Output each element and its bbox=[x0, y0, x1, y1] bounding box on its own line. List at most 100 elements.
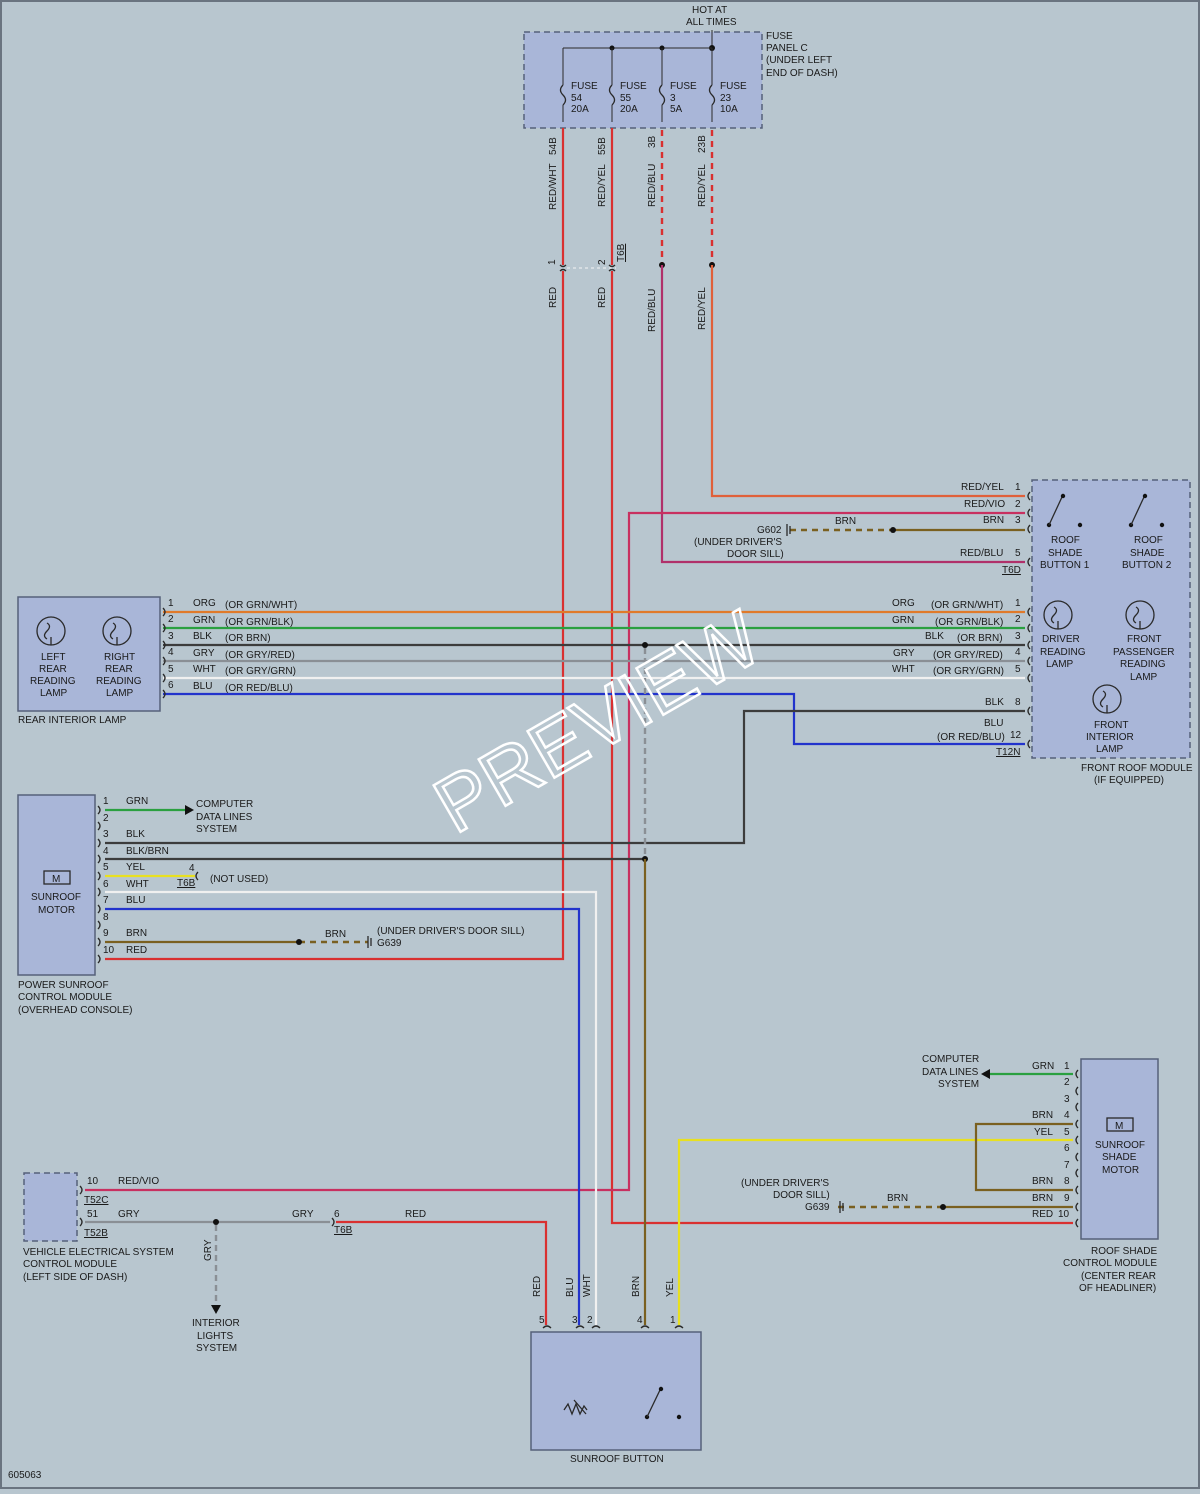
shade-pin-6: 6 bbox=[1064, 1143, 1070, 1154]
resistor-icon bbox=[563, 1399, 588, 1416]
sunroof-motor-icon: M bbox=[43, 870, 71, 885]
t6d-connector-label: T6D bbox=[1002, 565, 1021, 576]
wire-label-red-blu-2: RED/BLU bbox=[647, 289, 658, 332]
wire-yel-button bbox=[677, 1138, 1073, 1325]
not-used-label: (NOT USED) bbox=[210, 874, 268, 885]
t12n-color-3: BLK bbox=[925, 631, 944, 642]
t12n-alt-3: (OR BRN) bbox=[957, 633, 1003, 644]
fuse-3-amp: 5A bbox=[670, 104, 683, 115]
left-lamp-label-4: LAMP bbox=[40, 688, 68, 699]
g639-2-loc-1: (UNDER DRIVER'S bbox=[741, 1178, 829, 1189]
t6b-pin-1: 1 bbox=[547, 259, 558, 265]
g602-wire: BRN bbox=[835, 516, 856, 527]
ground-g602: G602 BRN (UNDER DRIVER'S DOOR SILL) bbox=[694, 516, 856, 560]
sunroof-pin-8: 8 bbox=[103, 912, 109, 923]
vesc-title-1: VEHICLE ELECTRICAL SYSTEM bbox=[23, 1247, 174, 1258]
left-lamp-label-1: LEFT bbox=[41, 652, 65, 663]
wire-label-red-wht: RED/WHT bbox=[548, 163, 559, 210]
g639-brn-label: BRN bbox=[325, 929, 346, 940]
front-roof-module: FRONT ROOF MODULE (IF EQUIPPED) 1 RED/YE… bbox=[892, 479, 1193, 786]
power-sunroof-control-module: M SUNROOF MOTOR POWER SUNROOF CONTROL MO… bbox=[17, 794, 525, 1016]
sunroof-pin-6: 6 bbox=[103, 879, 109, 890]
wire-label-red-2: RED bbox=[597, 287, 608, 308]
front-interior-lamp-icon bbox=[1092, 684, 1122, 714]
t6d-pin-2: 2 bbox=[1015, 499, 1021, 510]
t12n-alt-2: (OR GRN/BLK) bbox=[935, 617, 1003, 628]
shade-module-title-2: CONTROL MODULE bbox=[1063, 1258, 1157, 1269]
passenger-lamp-label-2: PASSENGER bbox=[1113, 647, 1175, 658]
rear-color-6: BLU bbox=[193, 681, 212, 692]
fuse-23: FUSE 23 10A bbox=[708, 48, 747, 122]
t6d-pin-3: 3 bbox=[1015, 515, 1021, 526]
roof-shade-control-module: M SUNROOF SHADE MOTOR ROOF SHADE CONTROL… bbox=[741, 1054, 1159, 1294]
t12n-color-8: BLK bbox=[985, 697, 1004, 708]
t12n-color-12: BLU bbox=[984, 718, 1003, 729]
passenger-lamp-label-4: LAMP bbox=[1130, 672, 1158, 683]
rear-alt-4: (OR GRY/RED) bbox=[225, 650, 295, 661]
t6d-color-2: RED/VIO bbox=[964, 499, 1005, 510]
t12n-color-4: GRY bbox=[893, 648, 915, 659]
rear-alt-2: (OR GRN/BLK) bbox=[225, 617, 293, 628]
t12n-alt-4: (OR GRY/RED) bbox=[933, 650, 1003, 661]
fuse-55-name: FUSE bbox=[620, 81, 647, 92]
computer-label-2: DATA LINES bbox=[196, 812, 253, 823]
fuse-55: FUSE 55 20A bbox=[608, 48, 647, 122]
fuse-3-num: 3 bbox=[670, 93, 676, 104]
rear-pin-2: 2 bbox=[168, 614, 174, 625]
sunroof-module-title-2: CONTROL MODULE bbox=[18, 992, 112, 1003]
rear-color-1: ORG bbox=[193, 598, 216, 609]
sunroof-motor-label-2: MOTOR bbox=[38, 905, 75, 916]
button-color-blu: BLU bbox=[565, 1278, 576, 1297]
sunroof-color-7: BLU bbox=[126, 895, 145, 906]
shade-color-9: BRN bbox=[1032, 1193, 1053, 1204]
button-color-red: RED bbox=[532, 1276, 543, 1297]
t6d-pin-1: 1 bbox=[1015, 482, 1021, 493]
t6d-color-3: BRN bbox=[983, 515, 1004, 526]
fuse-3: FUSE 3 5A bbox=[658, 48, 697, 122]
front-roof-title-1: FRONT ROOF MODULE bbox=[1081, 763, 1193, 774]
shade-motor-m: M bbox=[1115, 1121, 1123, 1132]
t12n-alt-12: (OR RED/BLU) bbox=[937, 732, 1005, 743]
g602-label: G602 bbox=[757, 525, 782, 536]
vesc-pin-10: 10 bbox=[87, 1176, 99, 1187]
shade-module-title-4: OF HEADLINER) bbox=[1079, 1283, 1156, 1294]
rear-pin-5: 5 bbox=[168, 664, 174, 675]
g639-2-brn: BRN bbox=[887, 1193, 908, 1204]
shade-pin-7: 7 bbox=[1064, 1160, 1070, 1171]
t6d-color-5: RED/BLU bbox=[960, 548, 1003, 559]
t12n-color-1: ORG bbox=[892, 598, 915, 609]
rear-pin-6: 6 bbox=[168, 680, 174, 691]
fuse-23-num: 23 bbox=[720, 93, 732, 104]
fuse-panel-c: HOT AT ALL TIMES FUSE PANEL C (UNDER LEF… bbox=[523, 5, 838, 129]
sunroof-module-title-3: (OVERHEAD CONSOLE) bbox=[18, 1005, 132, 1016]
wire-blu-button bbox=[105, 907, 581, 1325]
driver-lamp-label-2: READING bbox=[1040, 647, 1086, 658]
left-rear-lamp-icon bbox=[36, 616, 66, 646]
button-pin-3: 3 bbox=[572, 1315, 578, 1326]
right-rear-lamp-icon bbox=[102, 616, 132, 646]
t12n-color-5: WHT bbox=[892, 664, 915, 675]
shade-color-4: BRN bbox=[1032, 1110, 1053, 1121]
wire-label-red-1: RED bbox=[548, 287, 559, 308]
t12n-pin-8: 8 bbox=[1015, 697, 1021, 708]
sunroof-pin-7: 7 bbox=[103, 895, 109, 906]
wire-label-red-yel-2: RED/YEL bbox=[697, 164, 708, 207]
driver-lamp-label-1: DRIVER bbox=[1042, 634, 1080, 645]
sunroof-color-9: BRN bbox=[126, 928, 147, 939]
shade-pin-10: 10 bbox=[1058, 1209, 1070, 1220]
g639-label-1: G639 bbox=[377, 938, 402, 949]
fuse-panel-label: FUSE bbox=[766, 31, 793, 42]
t12n-alt-5: (OR GRY/GRN) bbox=[933, 666, 1004, 677]
wire-brn-shade-loop bbox=[974, 1122, 1073, 1192]
vesc-color-10: RED/VIO bbox=[118, 1176, 159, 1187]
button-pin-1: 1 bbox=[670, 1315, 676, 1326]
wire-label-3b: 3B bbox=[647, 135, 658, 148]
t12n-pin-5: 5 bbox=[1015, 664, 1021, 675]
sunroof-pin-5: 5 bbox=[103, 862, 109, 873]
fuse-panel-label-2: PANEL C bbox=[766, 43, 808, 54]
rear-interior-lamp: REAR INTERIOR LAMP LEFT REAR READING LAM… bbox=[17, 596, 297, 726]
rear-alt-3: (OR BRN) bbox=[225, 633, 271, 644]
sunroof-pin-2: 2 bbox=[103, 813, 109, 824]
wire-blu bbox=[163, 692, 1025, 746]
